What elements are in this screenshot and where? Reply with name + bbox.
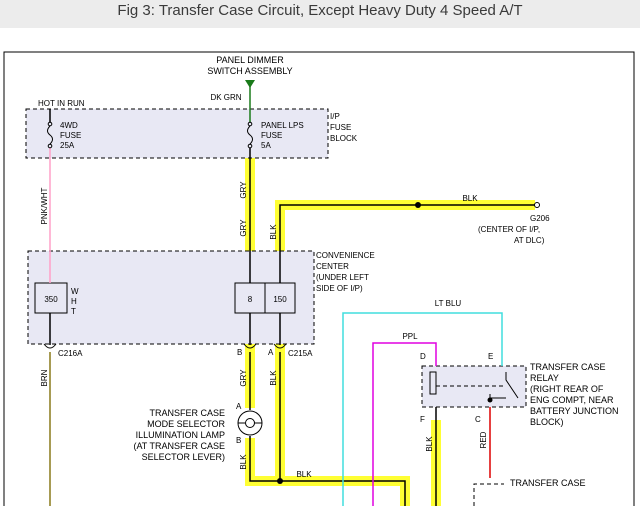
ground-terminal bbox=[534, 202, 540, 208]
lamp-label-5: SELECTOR LEVER) bbox=[142, 452, 225, 462]
wire-ppl bbox=[372, 342, 437, 506]
wire-gry-low-label: GRY bbox=[239, 369, 248, 387]
wire-pnk-wht-label: PNK/WHT bbox=[40, 187, 49, 224]
pin-b-label: B bbox=[237, 348, 242, 357]
fuse-4wd-label-2: FUSE bbox=[60, 131, 81, 140]
bottom-transfer-case-box bbox=[473, 483, 504, 506]
figure-title: Fig 3: Transfer Case Circuit, Except Hea… bbox=[117, 2, 523, 19]
connector-c215a-b bbox=[243, 343, 257, 349]
ppl-label: PPL bbox=[402, 332, 418, 341]
fuse-panel-label-2: FUSE bbox=[261, 131, 282, 140]
terminal-350-box bbox=[34, 282, 68, 314]
wire-blk-lamp-label: BLK bbox=[239, 454, 248, 470]
relay-label-4: ENG COMPT, NEAR bbox=[530, 395, 614, 405]
ip-fuse-label-1: I/P bbox=[330, 112, 340, 121]
panel-dimmer-arrow bbox=[245, 80, 255, 88]
conv-center-label-2: CENTER bbox=[316, 262, 349, 271]
conn-c215a-label: C215A bbox=[288, 349, 313, 358]
wires bbox=[49, 80, 535, 506]
fuse-panel-symbol bbox=[247, 121, 253, 149]
wht-label-h: H bbox=[71, 297, 77, 306]
connectors bbox=[43, 202, 540, 484]
wire-lamp-blk bbox=[249, 436, 406, 506]
bottom-transfer-case-label: TRANSFER CASE bbox=[510, 478, 586, 488]
wire-brn-label: BRN bbox=[40, 369, 49, 386]
wire-blk-ground-label: BLK bbox=[462, 194, 478, 203]
conv-center-label-1: CONVENIENCE bbox=[316, 251, 375, 260]
fuse-panel-label-1: PANEL LPS bbox=[261, 121, 304, 130]
ground-id-label: G206 bbox=[530, 214, 550, 223]
fuse-panel-label-3: 5A bbox=[261, 141, 271, 150]
dk-grn-label: DK GRN bbox=[210, 93, 241, 102]
conv-center-label-3: (UNDER LEFT bbox=[316, 273, 369, 282]
wire-blk-relay-label: BLK bbox=[425, 436, 434, 452]
lt-blu-label: LT BLU bbox=[435, 299, 462, 308]
lamp-symbol bbox=[237, 410, 263, 436]
panel-dimmer-label-2: SWITCH ASSEMBLY bbox=[207, 66, 292, 76]
fuse-4wd-label-1: 4WD bbox=[60, 121, 78, 130]
ip-fuse-label-3: BLOCK bbox=[330, 134, 358, 143]
splice-ground bbox=[415, 202, 421, 208]
terminal-8-label: 8 bbox=[248, 295, 253, 304]
terminal-350-label: 350 bbox=[44, 295, 58, 304]
ip-fuse-label-2: FUSE bbox=[330, 123, 351, 132]
wire-gry-top-label: GRY bbox=[239, 181, 248, 199]
wht-label-t: T bbox=[71, 307, 76, 316]
relay-coil bbox=[429, 371, 437, 395]
connector-c216a bbox=[43, 343, 57, 349]
pin-e-label: E bbox=[488, 352, 493, 361]
relay-label-1: TRANSFER CASE bbox=[530, 362, 606, 372]
lamp-label-4: (AT TRANSFER CASE bbox=[133, 441, 225, 451]
wire-lt-blu bbox=[342, 312, 503, 506]
wire-blk-bottom-label: BLK bbox=[296, 470, 312, 479]
pin-d-label: D bbox=[420, 352, 426, 361]
lamp-label-1: TRANSFER CASE bbox=[149, 408, 225, 418]
relay-label-2: RELAY bbox=[530, 373, 559, 383]
pin-f-label: F bbox=[420, 415, 425, 424]
ground-loc-label-2: AT DLC) bbox=[514, 236, 545, 245]
wire-blk-ground bbox=[279, 204, 535, 283]
splice-bottom bbox=[277, 478, 283, 484]
terminal-150-label: 150 bbox=[273, 295, 287, 304]
lamp-label-3: ILLUMINATION LAMP bbox=[136, 430, 225, 440]
terminal-150-box bbox=[264, 282, 296, 314]
highlight-blk-lamp bbox=[245, 438, 410, 506]
lamp-pin-b-label: B bbox=[236, 436, 241, 445]
ip-fuse-block bbox=[25, 108, 329, 159]
title-bar: Fig 3: Transfer Case Circuit, Except Hea… bbox=[0, 0, 640, 28]
relay-label-6: BLOCK) bbox=[530, 417, 564, 427]
panel-dimmer-label-1: PANEL DIMMER bbox=[216, 55, 284, 65]
wiring-diagram: PANEL DIMMER SWITCH ASSEMBLY DK GRN HOT … bbox=[3, 51, 635, 506]
conn-c216a-label: C216A bbox=[58, 349, 83, 358]
fuse-4wd-symbol bbox=[47, 121, 53, 149]
relay-pin-c-dot bbox=[487, 397, 493, 403]
relay-label-5: BATTERY JUNCTION bbox=[530, 406, 619, 416]
wht-label-w: W bbox=[71, 287, 79, 296]
ground-loc-label-1: (CENTER OF I/P, bbox=[478, 225, 540, 234]
lamp-pin-a-label: A bbox=[236, 402, 242, 411]
conv-center-label-4: SIDE OF I/P) bbox=[316, 284, 363, 293]
wire-blk-low-label: BLK bbox=[269, 370, 278, 386]
lamp-label-2: MODE SELECTOR bbox=[147, 419, 225, 429]
fuse-4wd-label-3: 25A bbox=[60, 141, 75, 150]
wire-red-label: RED bbox=[479, 431, 488, 448]
pin-a-label: A bbox=[268, 348, 274, 357]
relay-label-3: (RIGHT REAR OF bbox=[530, 384, 604, 394]
hot-in-run-label: HOT IN RUN bbox=[38, 99, 85, 108]
pin-c-label: C bbox=[475, 415, 481, 424]
wire-gry-mid-label: GRY bbox=[239, 219, 248, 237]
connector-c215a-a bbox=[273, 343, 287, 349]
diagram-frame bbox=[3, 51, 635, 506]
wire-blk-mid-label: BLK bbox=[269, 224, 278, 240]
